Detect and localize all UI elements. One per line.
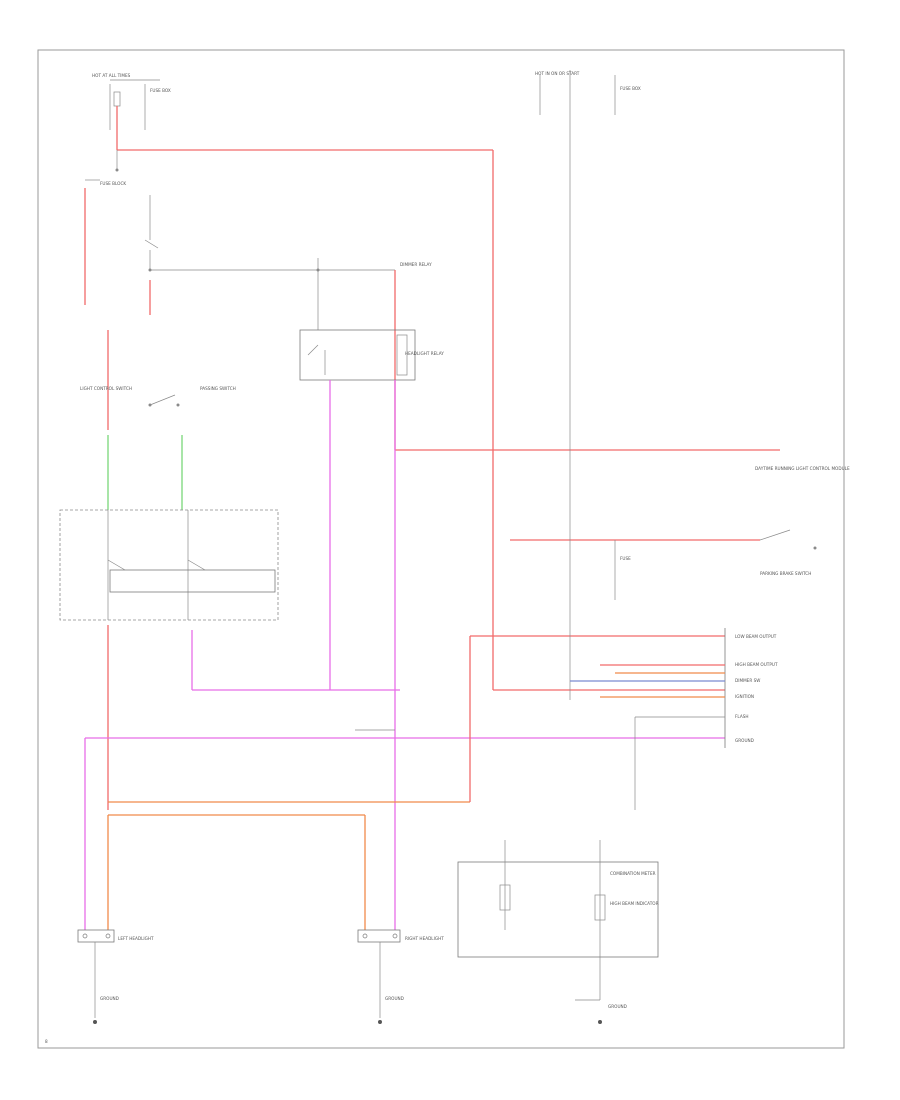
- ignition-label: IGNITION: [735, 694, 754, 699]
- left-headlight-box: [77, 929, 115, 943]
- left-headlight-label: LEFT HEADLIGHT: [118, 936, 154, 941]
- lower-harness: [107, 635, 725, 930]
- dimmer-relay-group: DIMMER RELAY HEADLIGHT RELAY: [148, 258, 780, 930]
- fuse-block-label: FUSE BLOCK: [100, 181, 126, 186]
- page-ref: 8: [45, 1039, 48, 1044]
- ground-pin-label: GROUND: [735, 738, 754, 743]
- flash-label: FLASH: [735, 714, 749, 719]
- combination-meter-label: COMBINATION METER: [610, 871, 656, 876]
- passing-switch-label: PASSING SWITCH: [200, 386, 236, 391]
- low-beam-output-label: LOW BEAM OUTPUT: [735, 634, 777, 639]
- headlight-relay-box: [299, 329, 416, 381]
- fuse-note-left: FUSE BOX: [150, 88, 171, 93]
- high-beam-output-label: HIGH BEAM OUTPUT: [735, 662, 778, 667]
- fuse-c-label: FUSE: [620, 556, 631, 561]
- dimmer-sw-label: DIMMER SW: [735, 678, 760, 683]
- left-headlight-group: LEFT HEADLIGHT GROUND: [77, 929, 154, 1024]
- right-headlight-group: RIGHT HEADLIGHT GROUND: [357, 929, 444, 1024]
- diagram-frame: [37, 49, 845, 1049]
- hot-at-all-times-label-left: HOT AT ALL TIMES: [92, 73, 131, 78]
- ground-right-label: GROUND: [385, 996, 404, 1001]
- fuse-icon: [113, 91, 121, 107]
- combination-meter-box: [457, 861, 659, 958]
- combination-meter: COMBINATION METER HIGH BEAM INDICATOR GR…: [457, 840, 659, 1024]
- dimmer-switch-box: [59, 509, 279, 621]
- light-control-switch-group: LIGHT CONTROL SWITCH PASSING SWITCH: [59, 330, 400, 810]
- top-left-power-feed: HOT AT ALL TIMES FUSE BOX FUSE BLOCK: [84, 73, 725, 691]
- pink-cross-wire: [84, 729, 725, 930]
- dimmer-relay-label: DIMMER RELAY: [400, 262, 432, 267]
- drl-module-label: DAYTIME RUNNING LIGHT CONTROL MODULE: [755, 466, 850, 471]
- headlight-relay-label: HEADLIGHT RELAY: [405, 351, 444, 356]
- fuse-note-right: FUSE BOX: [620, 86, 641, 91]
- right-headlight-label: RIGHT HEADLIGHT: [405, 936, 444, 941]
- high-beam-indicator-label: HIGH BEAM INDICATOR: [610, 901, 659, 906]
- parking-brake-switch-label: PARKING BRAKE SWITCH: [760, 571, 811, 576]
- ground-meter-label: GROUND: [608, 1004, 627, 1009]
- daytime-running-light-module: DAYTIME RUNNING LIGHT CONTROL MODULE PAR…: [510, 70, 850, 810]
- right-headlight-box: [357, 929, 401, 943]
- light-control-switch-label: LIGHT CONTROL SWITCH: [80, 386, 132, 391]
- hot-at-all-times-label-right: HOT IN ON OR START: [535, 71, 580, 76]
- ground-left-label: GROUND: [100, 996, 119, 1001]
